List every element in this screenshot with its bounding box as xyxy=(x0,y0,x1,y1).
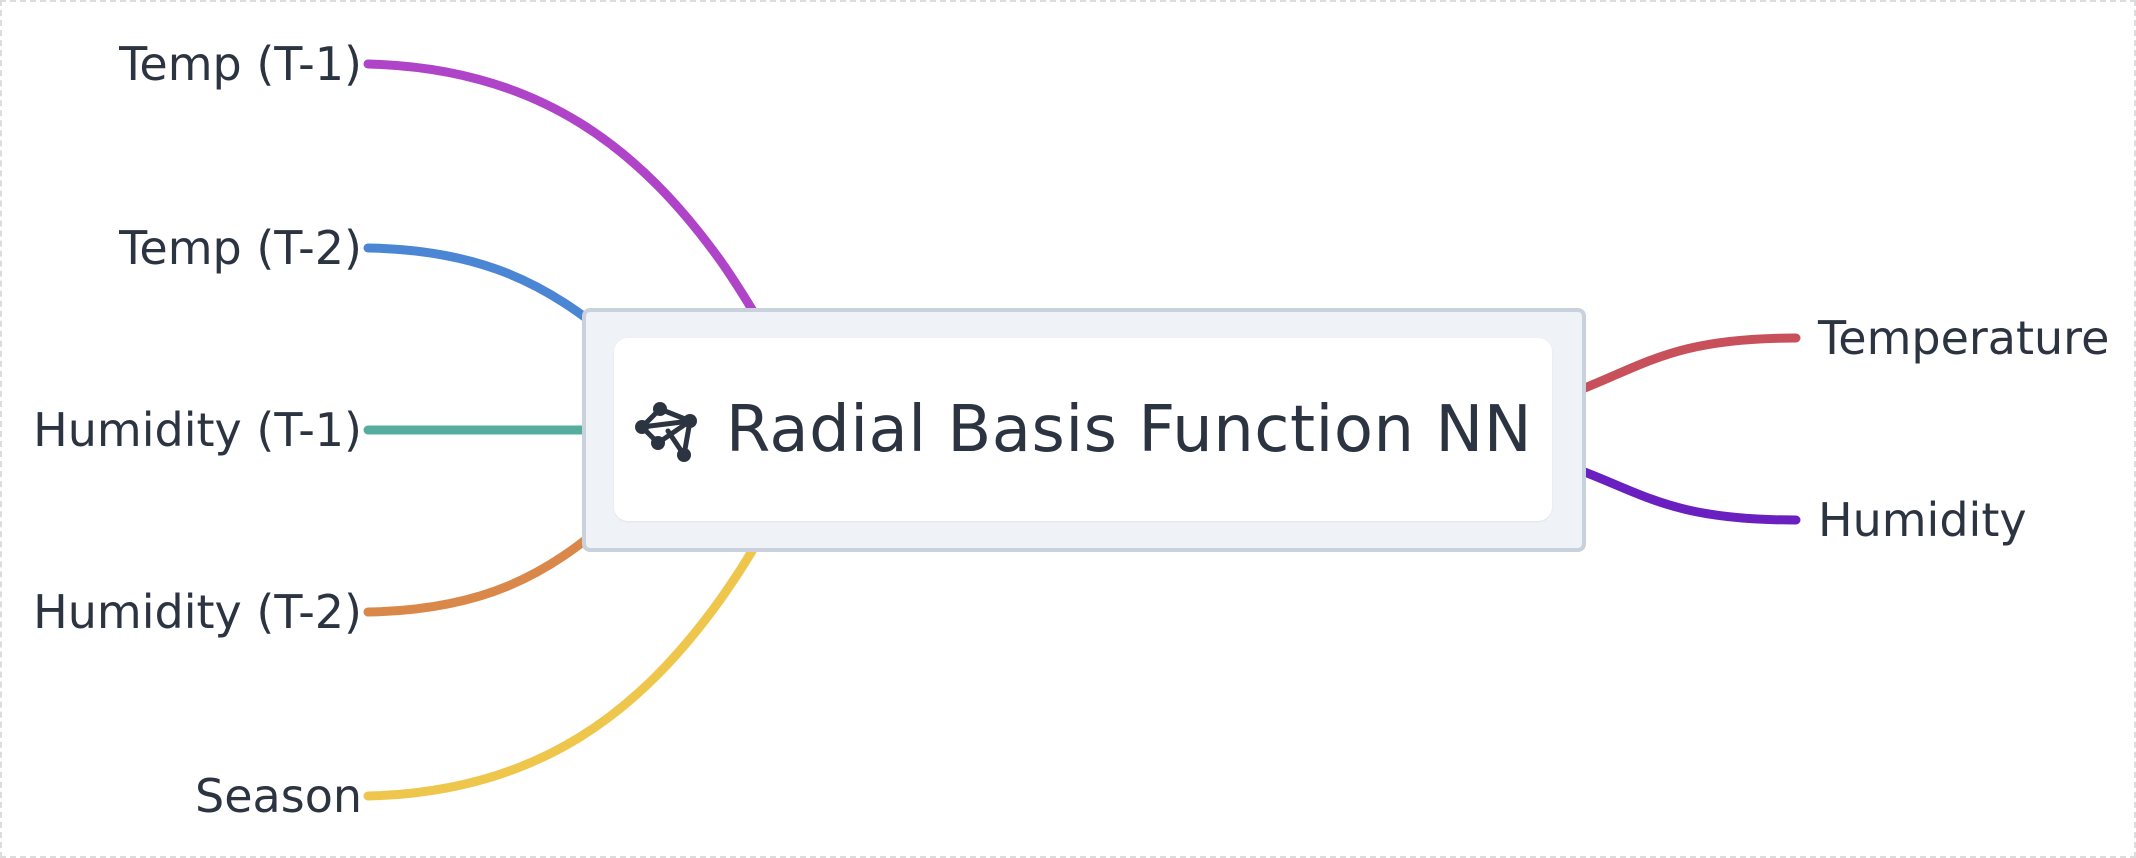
connector-temperature xyxy=(1547,333,1801,405)
input-label-temp-t1: Temp (T-1) xyxy=(119,37,362,91)
output-label-humidity: Humidity xyxy=(1818,493,2027,547)
model-node[interactable]: Radial Basis Function NN xyxy=(614,338,1552,521)
input-label-humidity-t2: Humidity (T-2) xyxy=(33,585,362,639)
input-label-season: Season xyxy=(195,769,362,823)
connector-humidity-output xyxy=(1547,455,1801,525)
neural-network-icon xyxy=(634,397,700,463)
connector-humidity-t2 xyxy=(363,511,619,617)
connector-temp-t1 xyxy=(363,59,773,341)
connector-season xyxy=(363,517,773,801)
input-label-humidity-t1: Humidity (T-1) xyxy=(33,403,362,457)
connector-temp-t2 xyxy=(363,243,619,345)
input-label-temp-t2: Temp (T-2) xyxy=(119,221,362,275)
output-label-temperature: Temperature xyxy=(1818,311,2110,365)
model-title: Radial Basis Function NN xyxy=(725,392,1533,467)
